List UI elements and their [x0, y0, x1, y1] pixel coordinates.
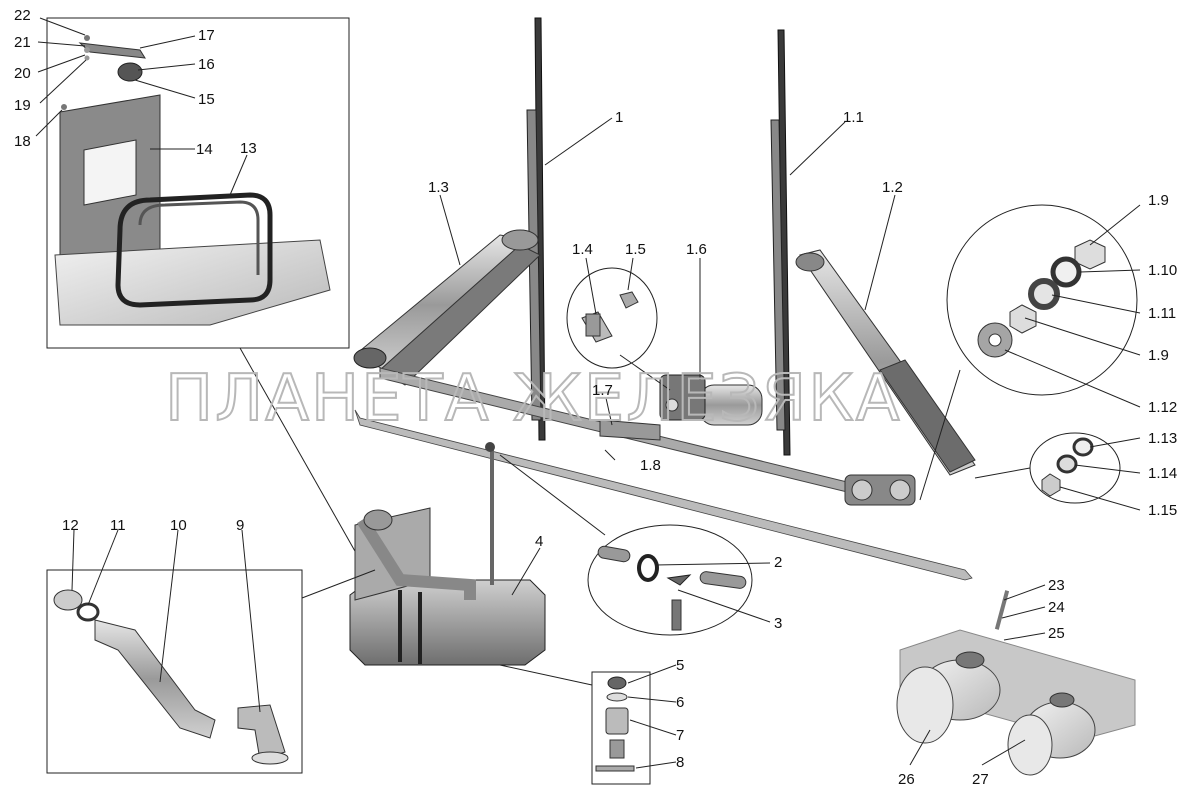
- callout-27: 27: [972, 771, 989, 788]
- wiper-linkage: [354, 367, 973, 581]
- callout-1-4: 1.4: [572, 241, 593, 258]
- leaders-bracket: [35, 17, 361, 561]
- wiper-blade-right: [770, 29, 791, 456]
- wiper-arm-right: [795, 249, 976, 476]
- callout-23: 23: [1048, 577, 1065, 594]
- callout-19: 19: [14, 97, 31, 114]
- callout-25: 25: [1048, 625, 1065, 642]
- callout-labels: 1 1.1 1.2 1.3 1.4 1.5 1.6 1.7 1.8 1.9 1.…: [14, 7, 1177, 788]
- callout-1-1: 1.1: [843, 109, 864, 126]
- hose-tee-clamp: [597, 545, 747, 631]
- callout-8: 8: [676, 754, 684, 771]
- washer-tank: [349, 442, 546, 666]
- callout-1-9-bottom: 1.9: [1148, 347, 1169, 364]
- detail-circle-tee: [587, 524, 753, 636]
- leaders-main: [71, 117, 1141, 769]
- callout-2: 2: [774, 554, 782, 571]
- callout-13: 13: [240, 140, 257, 157]
- callout-1-9-top: 1.9: [1148, 192, 1169, 209]
- callout-1: 1: [615, 109, 623, 126]
- wiper-blade-left: [526, 17, 546, 441]
- filler-pipe: [53, 589, 289, 765]
- horns-assembly: [896, 590, 1136, 776]
- callout-1-12: 1.12: [1148, 399, 1177, 416]
- callout-22: 22: [14, 7, 31, 24]
- pump-parts: [595, 676, 635, 772]
- callout-9: 9: [236, 517, 244, 534]
- washer-bracket-illustration: [54, 35, 331, 326]
- nut-washers: [1041, 437, 1094, 497]
- leader-pump: [499, 664, 593, 686]
- callout-1-2: 1.2: [882, 179, 903, 196]
- leader-tee: [499, 454, 606, 536]
- wiper-arm-left: [353, 229, 541, 386]
- callout-10: 10: [170, 517, 187, 534]
- callout-1-3: 1.3: [428, 179, 449, 196]
- callout-26: 26: [898, 771, 915, 788]
- callout-1-7: 1.7: [592, 382, 613, 399]
- callout-12: 12: [62, 517, 79, 534]
- callout-1-5: 1.5: [625, 241, 646, 258]
- detail-box-bracket: [46, 17, 350, 349]
- callout-5: 5: [676, 657, 684, 674]
- callout-1-11: 1.11: [1148, 305, 1176, 322]
- callout-16: 16: [198, 56, 215, 73]
- detail-box-pump: [591, 671, 651, 785]
- detail-box-pipe: [46, 569, 303, 774]
- leader-pipe: [301, 569, 376, 599]
- callout-1-15: 1.15: [1148, 502, 1177, 519]
- callout-7: 7: [676, 727, 684, 744]
- callout-1-13: 1.13: [1148, 430, 1177, 447]
- watermark: ПЛАНЕТА ЖЕЛЕЗЯКА: [165, 362, 901, 436]
- callout-11: 11: [110, 517, 126, 534]
- leader-motor: [619, 354, 671, 391]
- callout-17: 17: [198, 27, 215, 44]
- callout-14: 14: [196, 141, 213, 158]
- callout-1-6: 1.6: [686, 241, 707, 258]
- callout-3: 3: [774, 615, 782, 632]
- leader-washers: [919, 369, 961, 501]
- bolt-and-nut: [581, 291, 639, 343]
- callout-20: 20: [14, 65, 31, 82]
- callout-21: 21: [14, 34, 31, 51]
- callout-1-8: 1.8: [640, 457, 661, 474]
- leader-nut: [974, 467, 1031, 479]
- callout-1-14: 1.14: [1148, 465, 1177, 482]
- callout-24: 24: [1048, 599, 1065, 616]
- callout-4: 4: [535, 533, 543, 550]
- wiper-motor: [659, 374, 763, 426]
- detail-circle-bolt: [566, 267, 658, 369]
- callout-6: 6: [676, 694, 684, 711]
- detail-circle-washers: [946, 204, 1138, 396]
- callout-1-10: 1.10: [1148, 262, 1177, 279]
- callout-15: 15: [198, 91, 215, 108]
- callout-18: 18: [14, 133, 31, 150]
- washers-stack: [977, 239, 1106, 358]
